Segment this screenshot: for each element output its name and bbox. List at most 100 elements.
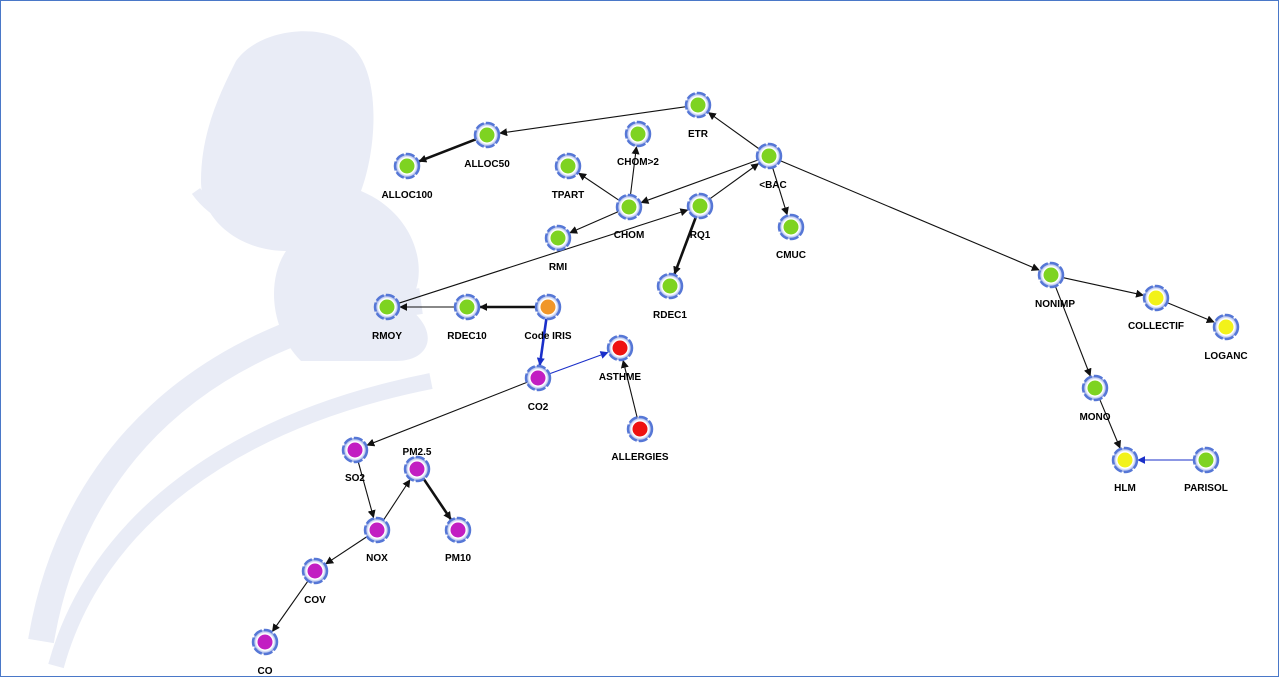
node-core-socio: [692, 198, 708, 214]
edge-nonimp-to-collectif: [1062, 277, 1145, 298]
node-core-socio: [1087, 380, 1103, 396]
node-core-socio: [1043, 267, 1059, 283]
node-alloc100[interactable]: [393, 152, 421, 180]
node-tpart[interactable]: [554, 152, 582, 180]
node-label-asthme: ASTHME: [599, 372, 642, 383]
edge-co2-to-so2: [366, 381, 528, 447]
edge-bac-to-etr: [707, 112, 760, 150]
node-so2[interactable]: [341, 436, 369, 464]
node-asthme[interactable]: [606, 334, 634, 362]
node-cov[interactable]: [301, 557, 329, 585]
node-label-parisol: PARISOL: [1184, 483, 1228, 494]
node-label-code-iris: Code IRIS: [524, 331, 572, 342]
node-core-socio: [761, 148, 777, 164]
node-label-rmi: RMI: [549, 262, 568, 273]
node-core-pollution: [530, 370, 546, 386]
node-bac[interactable]: [755, 142, 783, 170]
node-core-pollution: [369, 522, 385, 538]
node-pm2-5[interactable]: [403, 455, 431, 483]
edge-rmoy-to-rq1: [398, 208, 689, 304]
node-label-co2: CO2: [528, 402, 549, 413]
node-rmoy[interactable]: [373, 293, 401, 321]
node-nox[interactable]: [363, 516, 391, 544]
node-label-so2: SO2: [345, 473, 365, 484]
node-label-alloc50: ALLOC50: [464, 159, 510, 170]
edge-rq1-to-rdec1: [673, 216, 698, 275]
node-core-housing: [1117, 452, 1133, 468]
node-co[interactable]: [251, 628, 279, 656]
edge-alloc50-to-alloc100: [418, 138, 477, 163]
node-core-socio: [783, 219, 799, 235]
node-core-root: [540, 299, 556, 315]
edge-co2-to-asthme: [549, 351, 609, 375]
edge-code-iris-to-co2: [536, 318, 548, 366]
node-core-pollution: [347, 442, 363, 458]
edge-chom-to-chom-2: [629, 146, 640, 196]
node-core-socio: [621, 199, 637, 215]
node-core-socio: [479, 127, 495, 143]
node-pm10[interactable]: [444, 516, 472, 544]
edge-mono-to-hlm: [1099, 398, 1121, 449]
edge-bac-to-cmuc: [772, 167, 789, 216]
node-rdec1[interactable]: [656, 272, 684, 300]
node-label-cmuc: CMUC: [776, 250, 806, 261]
node-allergies[interactable]: [626, 415, 654, 443]
node-label-rmoy: RMOY: [372, 331, 402, 342]
node-core-socio: [662, 278, 678, 294]
node-co2[interactable]: [524, 364, 552, 392]
node-label-cov: COV: [304, 595, 326, 606]
watermark-logo: [28, 31, 433, 669]
node-chom[interactable]: [615, 193, 643, 221]
nodes-layer: [251, 91, 1240, 656]
node-core-socio: [399, 158, 415, 174]
node-core-socio: [550, 230, 566, 246]
node-core-socio: [379, 299, 395, 315]
edge-chom-to-rmi: [569, 211, 619, 234]
edge-nonimp-to-mono: [1054, 285, 1092, 377]
node-nonimp[interactable]: [1037, 261, 1065, 289]
node-rdec10[interactable]: [453, 293, 481, 321]
node-core-socio: [1198, 452, 1214, 468]
node-core-housing: [1148, 290, 1164, 306]
edge-allergies-to-asthme: [620, 359, 638, 418]
node-alloc50[interactable]: [473, 121, 501, 149]
edge-nox-to-pm2-5: [383, 479, 411, 521]
node-label-chom: CHOM: [614, 230, 645, 241]
edge-chom-to-tpart: [578, 172, 620, 201]
node-core-pollution: [409, 461, 425, 477]
node-label-rdec1: RDEC1: [653, 310, 687, 321]
edge-bac-to-nonimp: [779, 160, 1040, 271]
node-rq1[interactable]: [686, 192, 714, 220]
node-hlm[interactable]: [1111, 446, 1139, 474]
node-label-etr: ETR: [688, 129, 709, 140]
node-chom-2[interactable]: [624, 120, 652, 148]
node-collectif[interactable]: [1142, 284, 1170, 312]
node-core-pollution: [307, 563, 323, 579]
node-label-loganc: LOGANC: [1204, 351, 1247, 362]
node-parisol[interactable]: [1192, 446, 1220, 474]
edge-pm2-5-to-pm10: [422, 478, 452, 520]
node-label-bac: <BAC: [759, 180, 787, 191]
node-label-rdec10: RDEC10: [447, 331, 487, 342]
node-core-socio: [630, 126, 646, 142]
node-core-socio: [560, 158, 576, 174]
node-cmuc[interactable]: [777, 213, 805, 241]
node-rmi[interactable]: [544, 224, 572, 252]
node-etr[interactable]: [684, 91, 712, 119]
node-label-hlm: HLM: [1114, 483, 1136, 494]
edge-etr-to-alloc50: [499, 106, 687, 137]
node-label-mono: MONO: [1079, 412, 1110, 423]
node-label-co: CO: [258, 666, 273, 676]
node-label-pm10: PM10: [445, 553, 472, 564]
node-label-chom-2: CHOM>2: [617, 157, 659, 168]
node-core-socio: [459, 299, 475, 315]
node-mono[interactable]: [1081, 374, 1109, 402]
edge-bac-to-chom: [640, 159, 758, 204]
node-label-collectif: COLLECTIF: [1128, 321, 1184, 332]
edges-layer: [272, 106, 1215, 633]
node-label-nonimp: NONIMP: [1035, 299, 1075, 310]
node-core-pollution: [257, 634, 273, 650]
node-code-iris[interactable]: [534, 293, 562, 321]
node-loganc[interactable]: [1212, 313, 1240, 341]
